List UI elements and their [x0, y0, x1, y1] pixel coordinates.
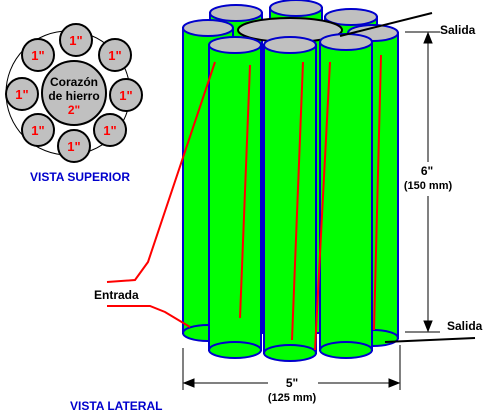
output-wires: [339, 12, 476, 343]
small-tube-3-label: 1": [119, 88, 132, 103]
iron-core-size: 2": [68, 103, 80, 117]
small-tube-8: 1": [21, 38, 55, 72]
small-tube-6-label: 1": [31, 123, 44, 138]
front-tube-3: [319, 33, 373, 359]
small-tube-7: 1": [5, 77, 39, 111]
small-tube-7-label: 1": [15, 87, 28, 102]
iron-core-label-line2: de hierro: [48, 89, 99, 103]
input-wire-lower: [107, 305, 191, 328]
front-tube-1-wire: [239, 64, 251, 319]
iron-core-label-line1: Corazón: [50, 75, 98, 89]
side-view: 6" (150 mm) 5" (125 mm) Entrada Salida S…: [70, 0, 483, 413]
small-tube-5: 1": [57, 129, 91, 163]
small-tube-2: 1": [98, 38, 132, 72]
height-label-inches: 6": [421, 164, 433, 178]
output-wire-top: [339, 12, 433, 37]
small-tube-4-label: 1": [103, 123, 116, 138]
red-wires: [106, 54, 382, 351]
small-tube-8-label: 1": [31, 48, 44, 63]
width-dimension: [182, 345, 401, 390]
output-label-bottom: Salida: [447, 319, 483, 333]
front-tube-1: [208, 36, 262, 359]
input-label: Entrada: [94, 288, 139, 302]
small-tube-4: 1": [93, 113, 127, 147]
small-tube-2-label: 1": [108, 48, 121, 63]
output-label-top: Salida: [440, 23, 476, 37]
iron-core: Corazón de hierro 2": [41, 60, 107, 126]
small-tube-1-label: 1": [69, 33, 82, 48]
side-tube-right-wire: [373, 54, 382, 331]
top-view: 1" 1" 1" 1" 1" 1" 1" 1": [5, 23, 143, 184]
front-tube-2-wire: [291, 61, 304, 341]
width-label-inches: 5": [286, 376, 298, 390]
height-dimension: [405, 31, 440, 333]
front-tube-2: [263, 36, 317, 362]
small-tube-3: 1": [109, 78, 143, 112]
input-wire-upper: [106, 61, 216, 283]
output-wire-bottom: [384, 337, 476, 343]
height-label-mm: (150 mm): [404, 180, 453, 192]
small-tube-6: 1": [21, 113, 55, 147]
top-view-caption: VISTA SUPERIOR: [30, 170, 130, 184]
small-tube-1: 1": [59, 23, 93, 57]
front-tube-3-wire: [314, 61, 331, 351]
small-tube-5-label: 1": [67, 139, 80, 154]
side-view-caption: VISTA LATERAL: [70, 399, 162, 413]
width-label-mm: (125 mm): [268, 392, 317, 404]
